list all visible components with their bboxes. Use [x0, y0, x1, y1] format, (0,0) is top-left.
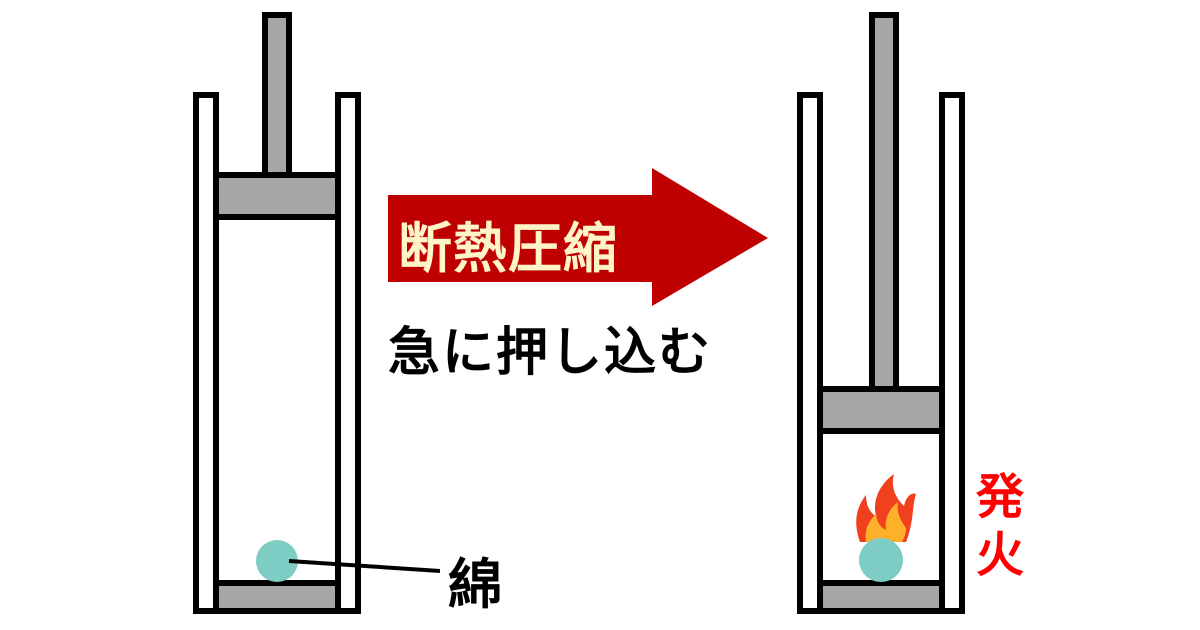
piston-rod [869, 12, 899, 392]
arrow-shape [388, 168, 768, 306]
flame-icon [856, 474, 916, 542]
ignition-label: 発火 [975, 469, 1024, 583]
cotton-leader-line [288, 559, 441, 573]
cylinder-wall-left [193, 92, 219, 614]
cotton-label: 綿 [448, 553, 502, 616]
cylinder-after [797, 12, 965, 614]
cylinder-before [193, 12, 361, 614]
piston-head [817, 386, 945, 434]
cylinder-wall-left [797, 92, 823, 614]
cylinder-wall-right [939, 92, 965, 614]
piston-head [213, 172, 341, 220]
cotton-ball-icon [859, 538, 903, 582]
action-label: 急に押し込む [388, 323, 713, 383]
cylinder-bottom [817, 580, 945, 614]
piston-rod [262, 12, 292, 178]
cotton-ball-icon [256, 540, 298, 582]
process-label: 断熱圧縮 [398, 217, 618, 280]
cylinder-wall-right [335, 92, 361, 614]
cylinder-bottom [213, 580, 341, 614]
